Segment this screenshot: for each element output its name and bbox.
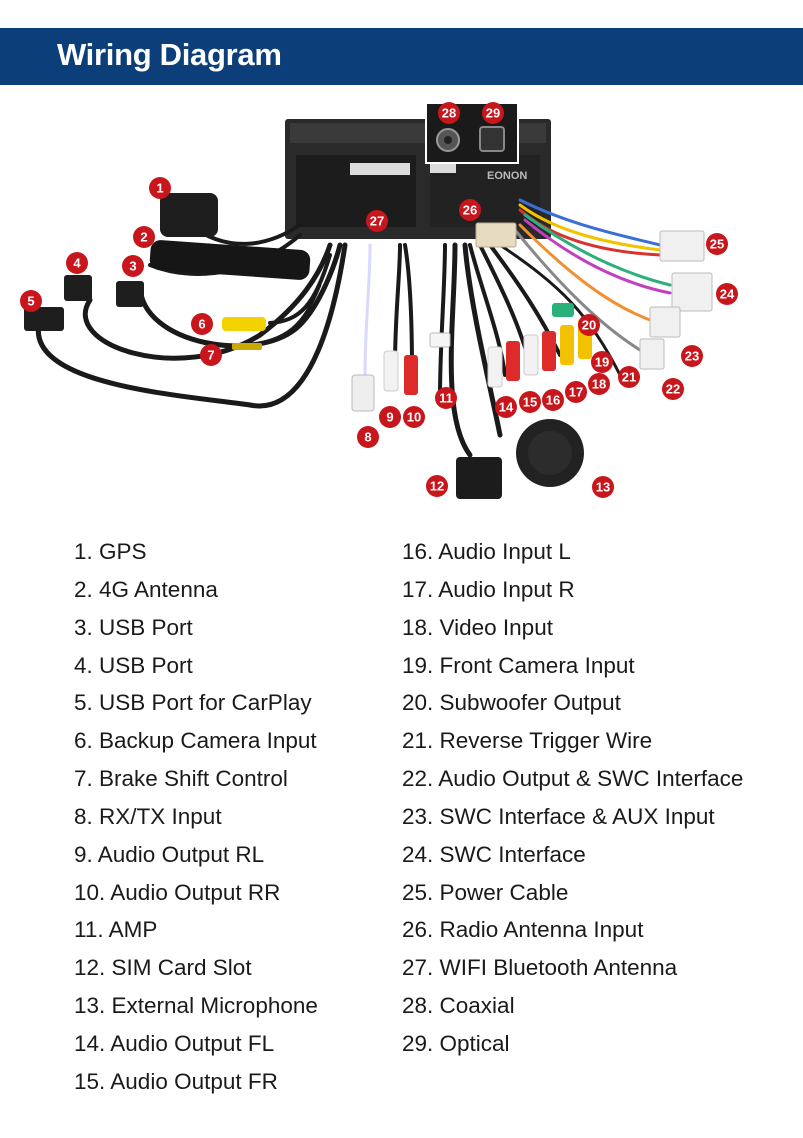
title-banner: Wiring Diagram — [0, 28, 803, 85]
svg-text:20: 20 — [582, 318, 596, 333]
legend-item: 17. Audio Input R — [402, 576, 575, 602]
callout-1: 1 — [149, 177, 171, 199]
svg-text:28: 28 — [442, 106, 456, 121]
svg-text:19: 19 — [595, 355, 609, 370]
svg-text:15: 15 — [523, 395, 537, 410]
legend-item: 10. Audio Output RR — [74, 879, 281, 905]
legend-item: 5. USB Port for CarPlay — [74, 690, 312, 716]
svg-text:25: 25 — [710, 237, 724, 252]
harness-illustration: EONON — [20, 102, 738, 499]
svg-text:26: 26 — [463, 203, 477, 218]
svg-text:10: 10 — [407, 410, 421, 425]
svg-text:3: 3 — [129, 259, 136, 274]
legend-item: 28. Coaxial — [402, 993, 515, 1019]
callout-7: 7 — [200, 344, 222, 366]
brand-label: EONON — [487, 170, 527, 182]
legend-item: 20. Subwoofer Output — [402, 690, 621, 716]
callout-29: 29 — [482, 102, 504, 124]
legend-item: 9. Audio Output RL — [74, 841, 265, 867]
svg-text:13: 13 — [596, 480, 610, 495]
svg-text:27: 27 — [370, 214, 384, 229]
legend-item: 13. External Microphone — [74, 993, 318, 1019]
callout-17: 17 — [565, 381, 587, 403]
wiring-diagram: EONON — [0, 85, 803, 515]
legend-item: 2. 4G Antenna — [74, 576, 218, 602]
callout-11: 11 — [435, 387, 457, 409]
callout-19: 19 — [591, 351, 613, 373]
legend-item: 23. SWC Interface & AUX Input — [402, 803, 715, 829]
callout-2: 2 — [133, 226, 155, 248]
callout-4: 4 — [66, 252, 88, 274]
legend-item: 6. Backup Camera Input — [74, 728, 317, 754]
callout-16: 16 — [542, 389, 564, 411]
legend-item: 21. Reverse Trigger Wire — [402, 728, 653, 754]
svg-text:5: 5 — [27, 294, 34, 309]
svg-text:4: 4 — [73, 256, 81, 271]
legend-item: 26. Radio Antenna Input — [402, 917, 644, 943]
svg-text:24: 24 — [720, 287, 735, 302]
svg-text:14: 14 — [499, 400, 514, 415]
callout-15: 15 — [519, 391, 541, 413]
callout-3: 3 — [122, 255, 144, 277]
svg-text:23: 23 — [685, 349, 699, 364]
callout-8: 8 — [357, 426, 379, 448]
legend-item: 16. Audio Input L — [402, 539, 571, 564]
callout-14: 14 — [495, 396, 517, 418]
legend-item: 1. GPS — [74, 539, 147, 564]
legend-item: 18. Video Input — [402, 614, 553, 640]
legend-item: 19. Front Camera Input — [402, 652, 635, 678]
callout-23: 23 — [681, 345, 703, 367]
svg-text:17: 17 — [569, 385, 583, 400]
svg-text:22: 22 — [666, 382, 680, 397]
legend-item: 12. SIM Card Slot — [74, 955, 252, 981]
legend-item: 11. AMP — [74, 917, 158, 943]
callout-22: 22 — [662, 378, 684, 400]
callout-5: 5 — [20, 290, 42, 312]
modules — [24, 193, 713, 499]
legend-item: 3. USB Port — [74, 614, 193, 640]
svg-text:1: 1 — [156, 181, 163, 196]
callout-9: 9 — [379, 406, 401, 428]
legend-item: 29. Optical — [402, 1030, 510, 1056]
svg-text:16: 16 — [546, 393, 560, 408]
legend-right-column: 16. Audio Input L 17. Audio Input R 18. … — [402, 535, 743, 1065]
legend-item: 27. WIFI Bluetooth Antenna — [402, 955, 678, 981]
svg-text:8: 8 — [364, 430, 371, 445]
svg-text:29: 29 — [486, 106, 500, 121]
legend-item: 25. Power Cable — [402, 879, 569, 905]
callout-12: 12 — [426, 475, 448, 497]
svg-text:11: 11 — [439, 391, 453, 406]
svg-text:21: 21 — [622, 370, 636, 385]
callout-26: 26 — [459, 199, 481, 221]
svg-text:18: 18 — [592, 377, 606, 392]
svg-text:9: 9 — [386, 410, 393, 425]
legend-item: 4. USB Port — [74, 652, 193, 678]
legend-item: 22. Audio Output & SWC Interface — [402, 766, 744, 792]
svg-text:7: 7 — [207, 348, 214, 363]
callout-21: 21 — [618, 366, 640, 388]
legend-item: 7. Brake Shift Control — [74, 766, 288, 792]
legend-left-column: 1. GPS 2. 4G Antenna 3. USB Port 4. USB … — [74, 535, 318, 1103]
legend-item: 15. Audio Output FR — [74, 1068, 278, 1094]
svg-text:12: 12 — [430, 479, 444, 494]
callout-6: 6 — [191, 313, 213, 335]
callout-24: 24 — [716, 283, 738, 305]
legend-item: 24. SWC Interface — [402, 841, 586, 867]
callout-25: 25 — [706, 233, 728, 255]
callout-20: 20 — [578, 314, 600, 336]
callout-18: 18 — [588, 373, 610, 395]
legend-item: 14. Audio Output FL — [74, 1030, 275, 1056]
page-title: Wiring Diagram — [57, 37, 282, 72]
callout-28: 28 — [438, 102, 460, 124]
svg-text:6: 6 — [198, 317, 205, 332]
legend-item: 8. RX/TX Input — [74, 803, 222, 829]
head-unit: EONON — [285, 102, 551, 239]
callout-13: 13 — [592, 476, 614, 498]
callout-10: 10 — [403, 406, 425, 428]
svg-text:2: 2 — [140, 230, 147, 245]
callout-27: 27 — [366, 210, 388, 232]
